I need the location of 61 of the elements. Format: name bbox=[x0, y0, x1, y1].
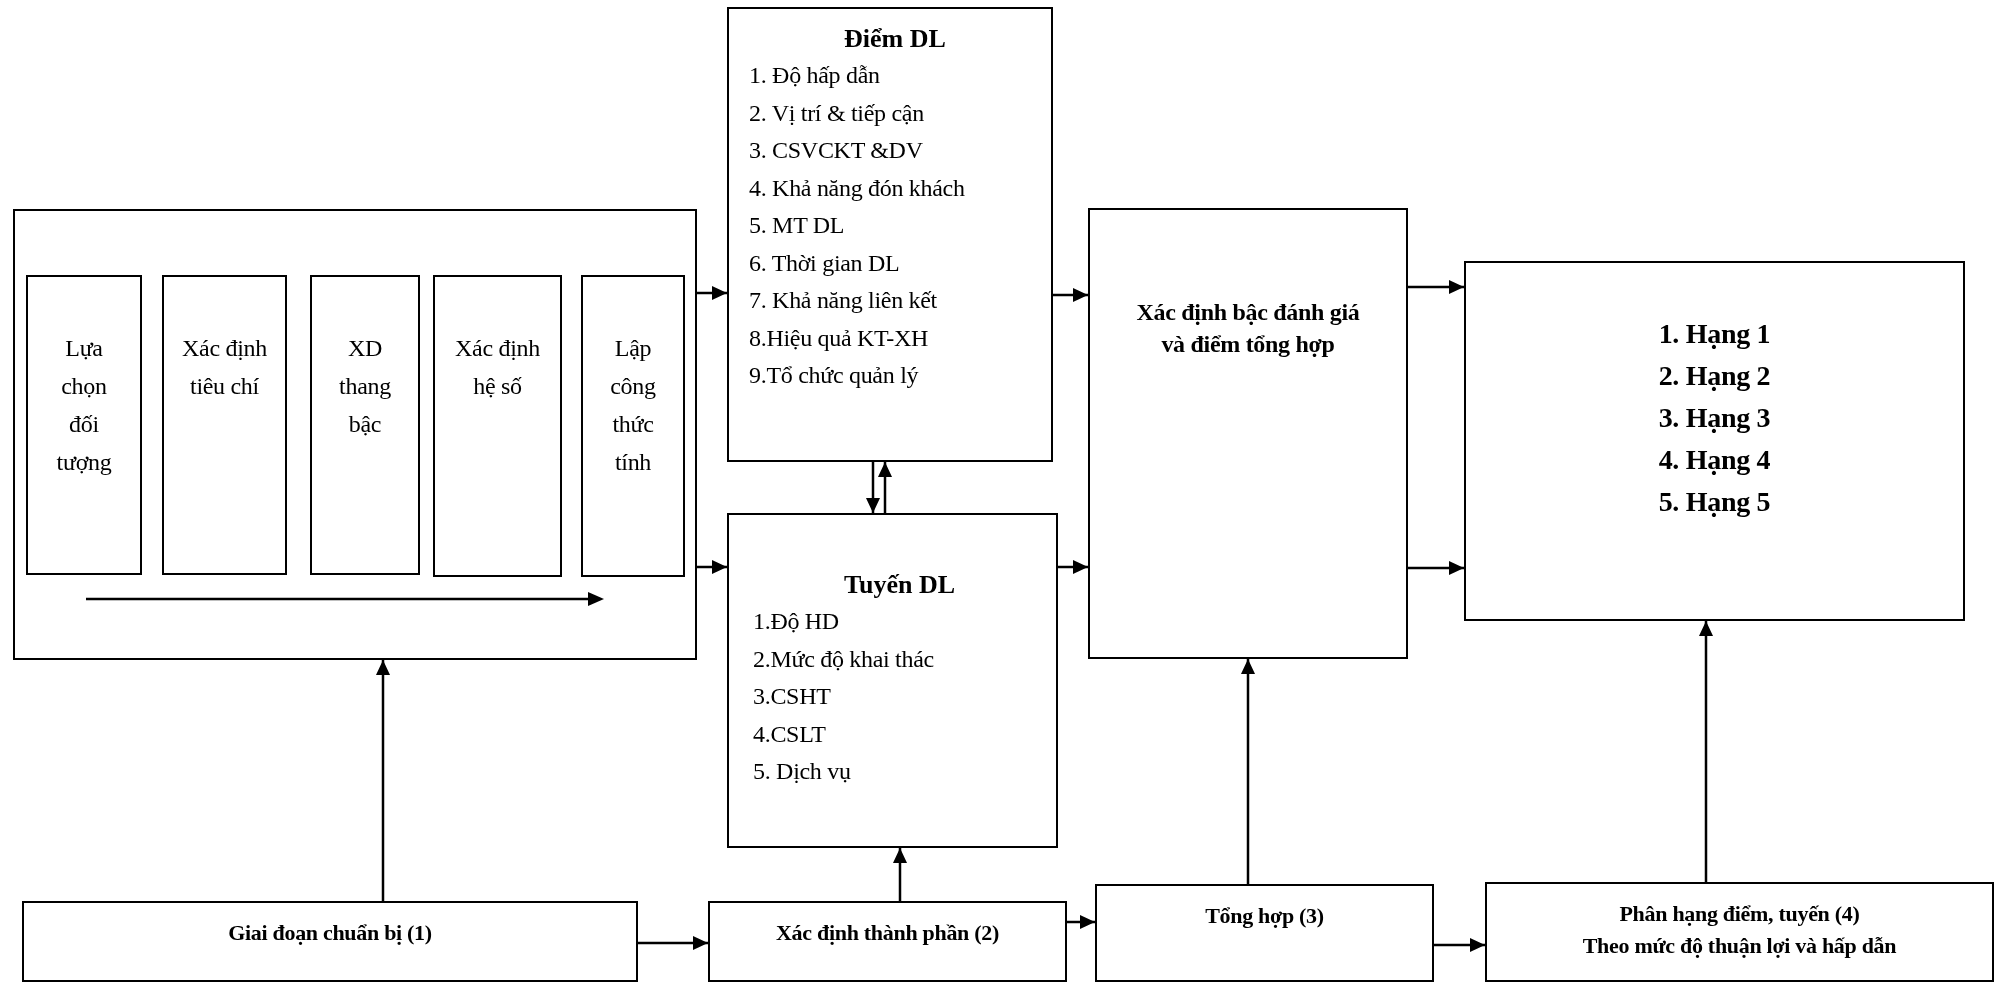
arrow bbox=[1241, 659, 1255, 884]
box-label: Xác định tiêu chí bbox=[182, 334, 267, 401]
list-item: 2. Vị trí & tiếp cận bbox=[749, 98, 924, 128]
arrow bbox=[878, 462, 892, 513]
process-box bbox=[1095, 884, 1434, 982]
process-box bbox=[162, 275, 287, 575]
box-label: 4. Hạng 4 bbox=[1658, 443, 1771, 477]
box-label: Xác định hệ số bbox=[454, 334, 541, 401]
list-item: 4.CSLT bbox=[753, 719, 826, 749]
process-box bbox=[1485, 882, 1994, 982]
arrow bbox=[1408, 280, 1464, 294]
box-label: Giai đoạn chuẩn bị (1) bbox=[228, 919, 432, 947]
arrow bbox=[697, 560, 727, 574]
list-item: 7. Khả năng liên kết bbox=[749, 286, 937, 315]
arrow bbox=[1067, 915, 1095, 929]
list-item: 1.Độ HD bbox=[753, 607, 839, 636]
list-item: 5. Dịch vụ bbox=[753, 757, 851, 786]
list-item: 9.Tổ chức quản lý bbox=[749, 361, 919, 390]
arrow bbox=[638, 936, 708, 950]
arrow bbox=[1699, 621, 1713, 882]
list-item: 3. CSVCKT &DV bbox=[749, 136, 923, 165]
process-box bbox=[581, 275, 685, 577]
box-label: 3. Hạng 3 bbox=[1658, 401, 1771, 435]
box-heading: Điểm DL bbox=[844, 23, 946, 55]
arrow bbox=[697, 286, 727, 300]
process-box bbox=[310, 275, 420, 575]
box-label: XD thang bậc bbox=[338, 334, 392, 439]
list-item: 5. MT DL bbox=[749, 211, 845, 240]
box-label: Xác định bậc đánh giá và điểm tổng hợp bbox=[1135, 298, 1361, 359]
process-box bbox=[727, 513, 1058, 848]
process-box bbox=[22, 901, 638, 982]
list-item: 1. Độ hấp dẫn bbox=[749, 61, 880, 90]
box-label: Xác định thành phần (2) bbox=[776, 919, 999, 947]
box-label: Lập công thức tính bbox=[609, 334, 657, 477]
list-item: 3.CSHT bbox=[753, 682, 831, 711]
box-label: 2. Hạng 2 bbox=[1658, 359, 1771, 393]
arrow bbox=[376, 660, 390, 901]
frame-box bbox=[13, 209, 697, 660]
process-box bbox=[1088, 208, 1408, 659]
list-item: 2.Mức độ khai thác bbox=[753, 644, 934, 674]
box-label: Phân hạng điểm, tuyến (4) bbox=[1619, 900, 1860, 928]
process-box bbox=[727, 7, 1053, 462]
list-item: 8.Hiệu quả KT-XH bbox=[749, 323, 928, 353]
arrow bbox=[866, 462, 880, 513]
box-label: Lựa chọn đối tượng bbox=[55, 334, 113, 477]
process-box bbox=[433, 275, 562, 577]
arrow bbox=[1053, 288, 1088, 302]
list-item: 6. Thời gian DL bbox=[749, 248, 900, 278]
list-item: 4. Khả năng đón khách bbox=[749, 173, 965, 203]
process-box bbox=[708, 901, 1067, 982]
box-label: Theo mức độ thuận lợi và hấp dẫn bbox=[1582, 932, 1897, 960]
arrow bbox=[893, 848, 907, 901]
box-label: Tổng hợp (3) bbox=[1205, 902, 1324, 930]
box-heading: Tuyến DL bbox=[843, 569, 955, 601]
box-label: 1. Hạng 1 bbox=[1658, 317, 1771, 351]
arrow bbox=[1408, 561, 1464, 575]
arrow bbox=[1058, 560, 1088, 574]
arrow bbox=[1434, 938, 1485, 952]
process-box bbox=[1464, 261, 1965, 621]
process-box bbox=[26, 275, 142, 575]
box-label: 5. Hạng 5 bbox=[1658, 485, 1771, 519]
